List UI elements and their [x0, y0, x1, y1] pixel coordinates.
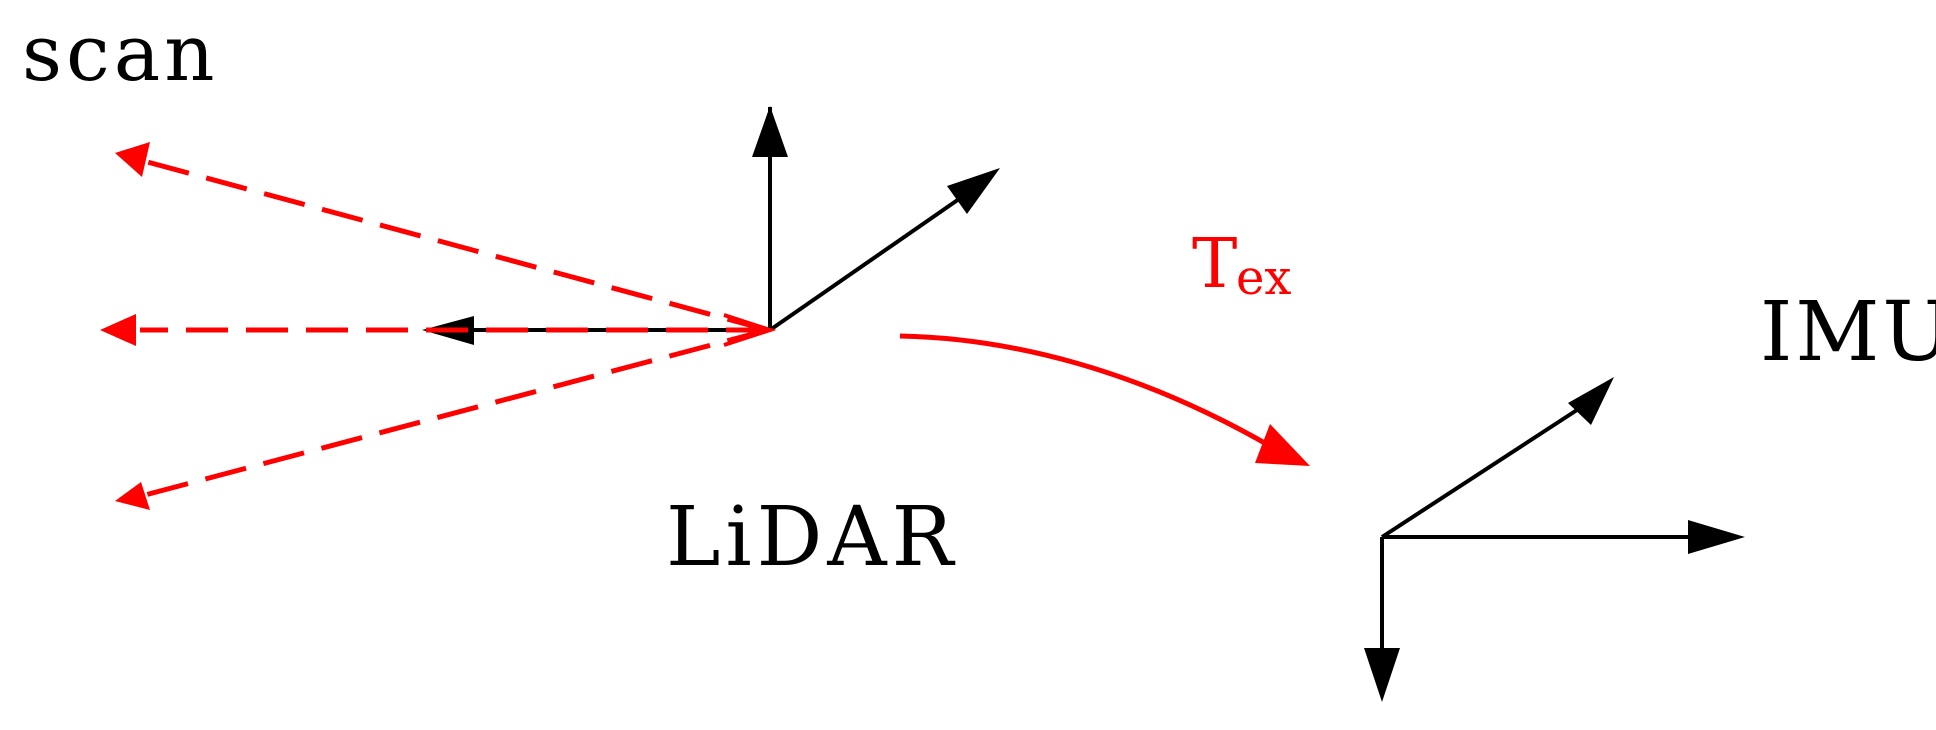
- scan-rays: [100, 142, 777, 510]
- imu-diagonal-arrowhead-icon: [1568, 377, 1614, 425]
- scan-ray-upper-arrowhead-icon: [115, 142, 150, 177]
- transform-arrow: [899, 333, 1310, 466]
- scan-ray-lower-arrowhead-icon: [115, 482, 150, 510]
- scan-origin-open-arrowhead-icon: [723, 313, 777, 347]
- scan-ray-upper: [139, 157, 769, 333]
- lidar-frame: [422, 106, 1000, 345]
- transform-arrow-path: [899, 333, 1284, 456]
- scan-ray-lower: [144, 327, 769, 498]
- lidar-label: LiDAR: [666, 490, 958, 585]
- imu-down-arrowhead-icon: [1364, 648, 1400, 702]
- scan-ray-middle-arrowhead-icon: [100, 314, 136, 346]
- lidar-up-arrowhead-icon: [752, 106, 788, 157]
- lidar-diagonal-arrowhead-icon: [947, 168, 1000, 214]
- imu-frame: [1364, 377, 1745, 702]
- imu-diagonal-axis: [1380, 393, 1602, 539]
- transform-label-main: T: [1192, 225, 1237, 304]
- imu-label: IMU: [1760, 285, 1936, 380]
- scan-label: scan: [22, 9, 218, 99]
- imu-right-arrowhead-icon: [1688, 520, 1745, 554]
- transform-label-subscript: ex: [1236, 250, 1291, 306]
- lidar-diagonal-axis: [768, 179, 987, 332]
- transform-arrowhead-icon: [1255, 424, 1310, 466]
